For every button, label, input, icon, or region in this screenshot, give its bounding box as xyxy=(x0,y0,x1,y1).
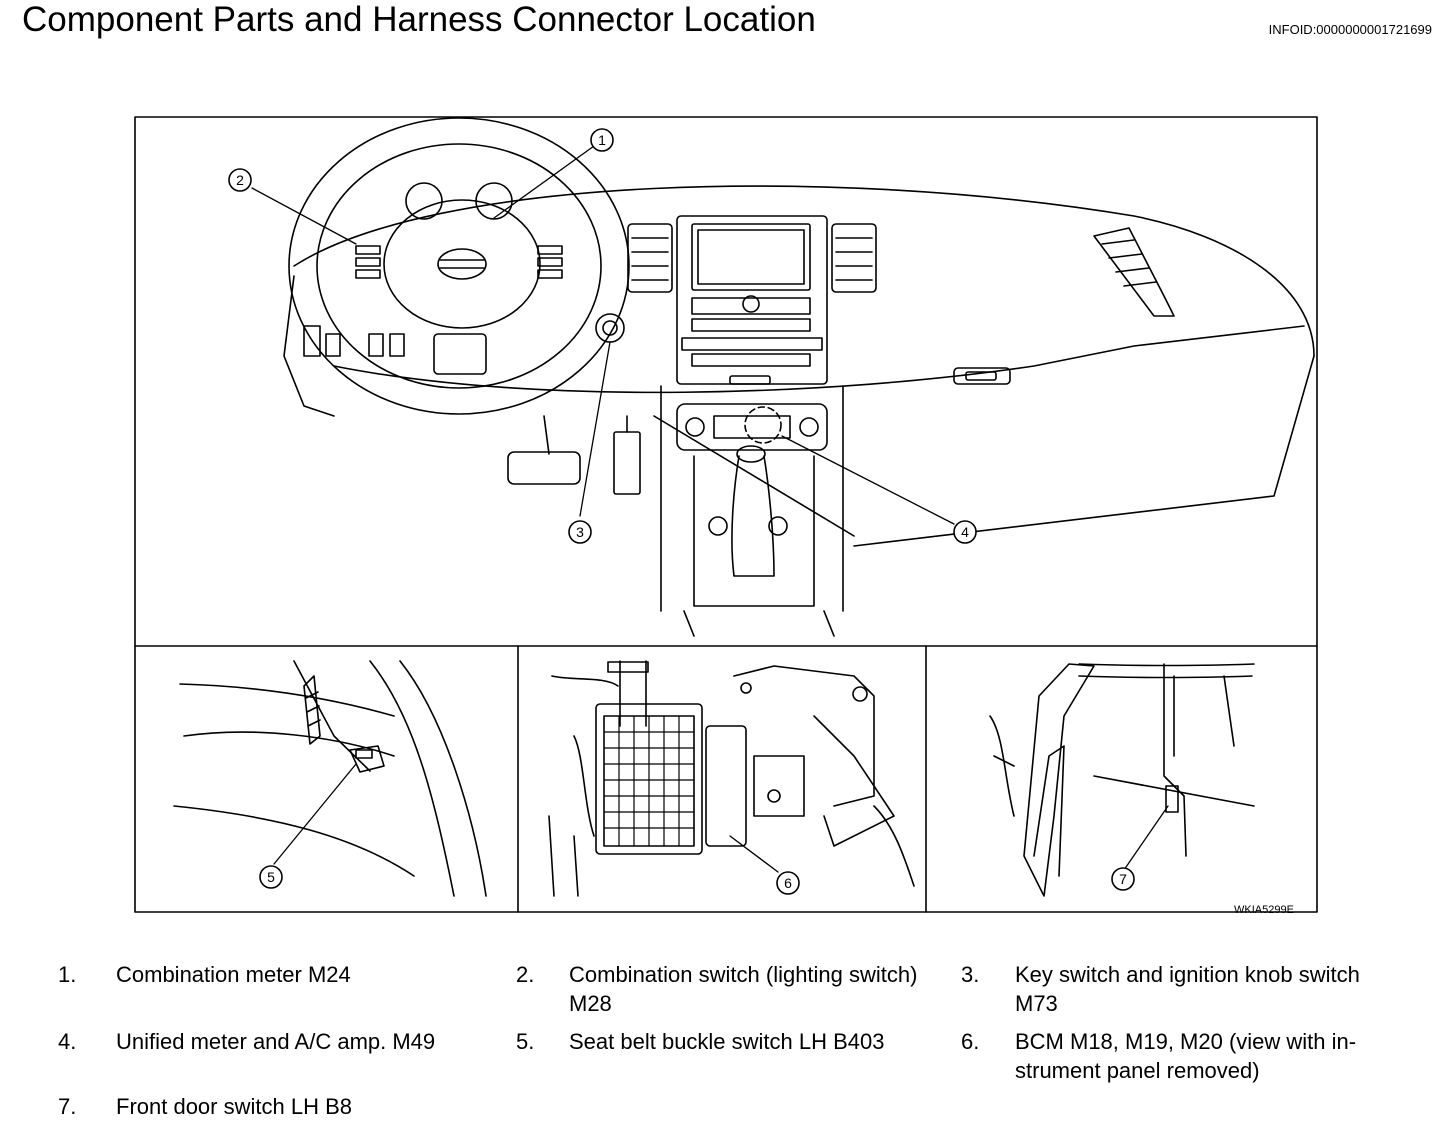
legend-number: 2. xyxy=(516,962,535,987)
legend-number: 4. xyxy=(58,1029,77,1054)
callout-1: 1 xyxy=(598,132,606,148)
door-switch-illustration xyxy=(989,663,1255,897)
legend-text: Combination switch (lighting switch) M28 xyxy=(569,962,918,1016)
callout-5: 5 xyxy=(267,869,275,885)
legend-text: Front door switch LH B8 xyxy=(116,1094,352,1119)
callout-leaders xyxy=(251,145,1169,873)
callout-7: 7 xyxy=(1119,871,1127,887)
legend-text: Key switch and ignition knob switch M73 xyxy=(1015,962,1360,1016)
dashboard-illustration xyxy=(283,117,1315,637)
legend-text: Unified meter and A/C amp. M49 xyxy=(116,1029,436,1054)
legend-number: 3. xyxy=(961,962,980,987)
figure-frames xyxy=(134,116,1318,913)
legend-text: Combination meter M24 xyxy=(116,962,351,987)
legend-number: 6. xyxy=(961,1029,980,1054)
seat-belt-illustration xyxy=(173,660,487,897)
legend-number: 1. xyxy=(58,962,77,987)
bcm-illustration xyxy=(548,660,915,897)
callout-6: 6 xyxy=(784,875,792,891)
callout-4: 4 xyxy=(961,524,969,540)
legend-text: BCM M18, M19, M20 (view with in-strument… xyxy=(1015,1029,1357,1083)
page-title: Component Parts and Harness Connector Lo… xyxy=(22,0,816,39)
legend-text: Seat belt buckle switch LH B403 xyxy=(569,1029,885,1054)
info-id: INFOID:0000000001721699 xyxy=(1268,22,1432,37)
component-location-figure: 1 2 3 4 5 6 7 xyxy=(134,116,1318,913)
legend-number: 7. xyxy=(58,1094,77,1119)
callout-circles xyxy=(228,128,1135,895)
figure-code: WKIA5299E xyxy=(1234,904,1294,916)
callout-3: 3 xyxy=(576,524,584,540)
callout-2: 2 xyxy=(236,172,244,188)
legend-number: 5. xyxy=(516,1029,535,1054)
callout-numbers: 1 2 3 4 5 6 7 xyxy=(236,132,1127,891)
